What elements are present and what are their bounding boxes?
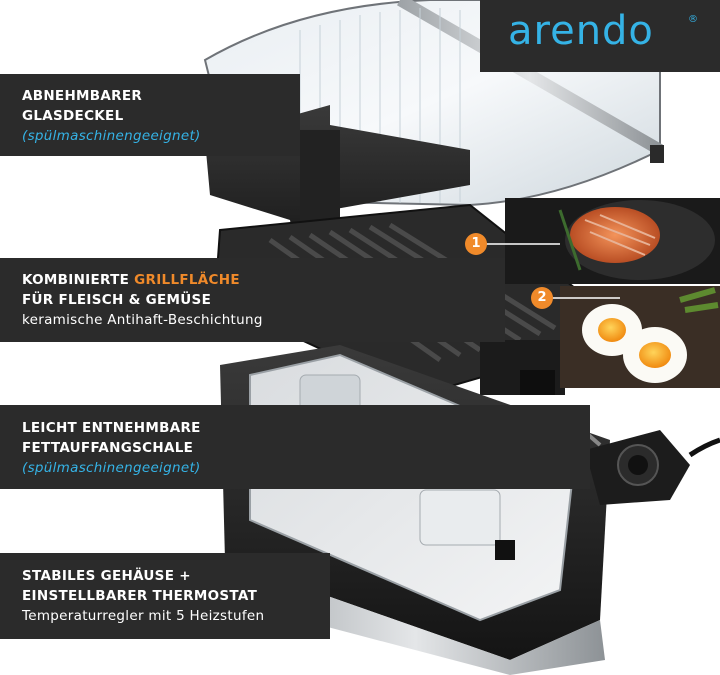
feature-grill-text: KOMBINIERTE GRILLFLÄCHE FÜR FLEISCH & GE… (22, 270, 263, 330)
feature-grill-prefix: KOMBINIERTE (22, 272, 135, 288)
feature-lid-line1: ABNEHMBARER (22, 88, 143, 104)
callout-number-1: 1 (465, 233, 487, 255)
feature-housing-text: STABILES GEHÄUSE + EINSTELLBARER THERMOS… (22, 566, 264, 626)
feature-band-grill (0, 258, 505, 342)
feature-grill-line1: KOMBINIERTE GRILLFLÄCHE (22, 270, 263, 290)
logo-panel (480, 0, 720, 72)
registered-mark: ® (688, 14, 698, 25)
feature-housing-line2: EINSTELLBARER THERMOSTAT (22, 588, 258, 604)
feature-housing-line1: STABILES GEHÄUSE + (22, 568, 191, 584)
feature-lid-line2: GLASDECKEL (22, 108, 124, 124)
feature-tray-note: (spülmaschinengeeignet) (22, 460, 201, 476)
feature-grill-highlight: GRILLFLÄCHE (134, 272, 240, 288)
feature-tray-line2: FETTAUFFANGSCHALE (22, 440, 194, 456)
feature-housing-note: Temperaturregler mit 5 Heizstufen (22, 608, 265, 624)
eggs-photo (560, 286, 720, 388)
feature-grill-note: keramische Antihaft-Beschichtung (22, 312, 263, 328)
feature-band-housing (0, 553, 330, 639)
feature-band-tray (0, 405, 590, 489)
salmon-photo (505, 198, 720, 284)
feature-grill-line2: FÜR FLEISCH & GEMÜSE (22, 292, 212, 308)
feature-band-lid (0, 74, 300, 156)
callout-number-2: 2 (531, 287, 553, 309)
feature-lid-note: (spülmaschinengeeignet) (22, 128, 201, 144)
feature-lid-text: ABNEHMBARER GLASDECKEL (spülmaschinengee… (22, 86, 201, 146)
feature-tray-line1: LEICHT ENTNEHMBARE (22, 420, 201, 436)
brand-logo: arendo (508, 8, 654, 54)
feature-tray-text: LEICHT ENTNEHMBARE FETTAUFFANGSCHALE (sp… (22, 418, 201, 478)
